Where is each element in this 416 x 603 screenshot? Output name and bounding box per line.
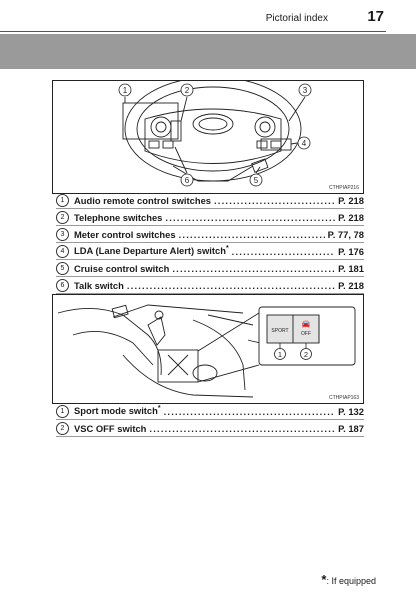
list-item: 6 Talk switch ..........................…	[56, 277, 364, 294]
page-reference: P. 218	[338, 194, 364, 206]
center-console-figure: SPORT 🚘 OFF 1 2 CTHPIAP163	[52, 294, 364, 404]
page-reference: P. 77, 78	[327, 228, 364, 240]
figure1-id: CTHPIAP216	[328, 185, 359, 191]
item-number: 1	[56, 193, 69, 207]
steering-switch-list: 1 Audio remote control switches ........…	[56, 192, 364, 294]
item-label: Telephone switches	[74, 211, 163, 223]
item-number: 2	[56, 210, 69, 224]
list-item: 1 Audio remote control switches ........…	[56, 192, 364, 209]
figure2-id: CTHPIAP163	[328, 395, 359, 401]
figure1-callout-3: 3	[303, 86, 308, 95]
list-item: 2 Telephone switches ...................…	[56, 209, 364, 226]
steering-wheel-figure: 1 2 3 4 5 6 CTHPIAP216	[52, 80, 364, 194]
item-number: 6	[56, 278, 69, 292]
item-label: VSC OFF switch	[74, 422, 147, 434]
console-switch-list: 1 Sport mode switch* ...................…	[56, 403, 364, 437]
page-reference: P. 218	[338, 279, 364, 291]
item-number: 3	[56, 227, 69, 241]
list-item: 3 Meter control switches ...............…	[56, 226, 364, 243]
vsc-off-label: OFF	[301, 331, 311, 337]
if-equipped-mark: *	[225, 245, 229, 253]
page-reference: P. 218	[338, 211, 364, 223]
page-header-title: Pictorial index	[265, 13, 328, 24]
if-equipped-mark: *	[157, 405, 161, 413]
footnote-mark: *	[321, 572, 327, 587]
figure1-callout-2: 2	[185, 86, 190, 95]
item-number: 4	[56, 244, 69, 258]
item-number: 2	[56, 421, 69, 435]
steering-wheel-illustration: 1 2 3 4 5 6	[118, 81, 312, 187]
item-label: LDA (Lane Departure Alert) switch*	[74, 245, 229, 257]
page-reference: P. 132	[338, 405, 364, 417]
footnote-text: : If equipped	[326, 576, 376, 586]
vsc-off-car-icon: 🚘	[302, 320, 311, 328]
page-number: 17	[367, 8, 384, 25]
item-number: 5	[56, 261, 69, 275]
figure1-callout-6: 6	[185, 176, 190, 185]
section-band	[0, 34, 416, 69]
list-item: 1 Sport mode switch* ...................…	[56, 403, 364, 420]
page-reference: P. 187	[338, 422, 364, 434]
item-label: Sport mode switch*	[74, 405, 161, 417]
figure2-callout-2: 2	[304, 350, 308, 359]
item-label: Audio remote control switches	[74, 194, 211, 206]
item-label: Meter control switches	[74, 228, 176, 240]
item-number: 1	[56, 404, 69, 418]
figure1-callout-1: 1	[123, 86, 128, 95]
figure2-callout-1: 1	[278, 350, 282, 359]
figure1-callout-5: 5	[254, 176, 259, 185]
sport-switch-label: SPORT	[271, 328, 288, 334]
item-label: Talk switch	[74, 279, 124, 291]
center-console-illustration: SPORT 🚘 OFF 1 2	[57, 304, 356, 398]
figure1-callout-4: 4	[302, 139, 307, 148]
footnote: *: If equipped	[321, 572, 376, 587]
item-label: Cruise control switch	[74, 262, 170, 274]
page-reference: P. 176	[338, 245, 364, 257]
header-rule	[0, 31, 386, 32]
list-item: 4 LDA (Lane Departure Alert) switch* ...…	[56, 243, 364, 260]
list-item: 2 VSC OFF switch .......................…	[56, 420, 364, 437]
list-item: 5 Cruise control switch ................…	[56, 260, 364, 277]
page-reference: P. 181	[338, 262, 364, 274]
